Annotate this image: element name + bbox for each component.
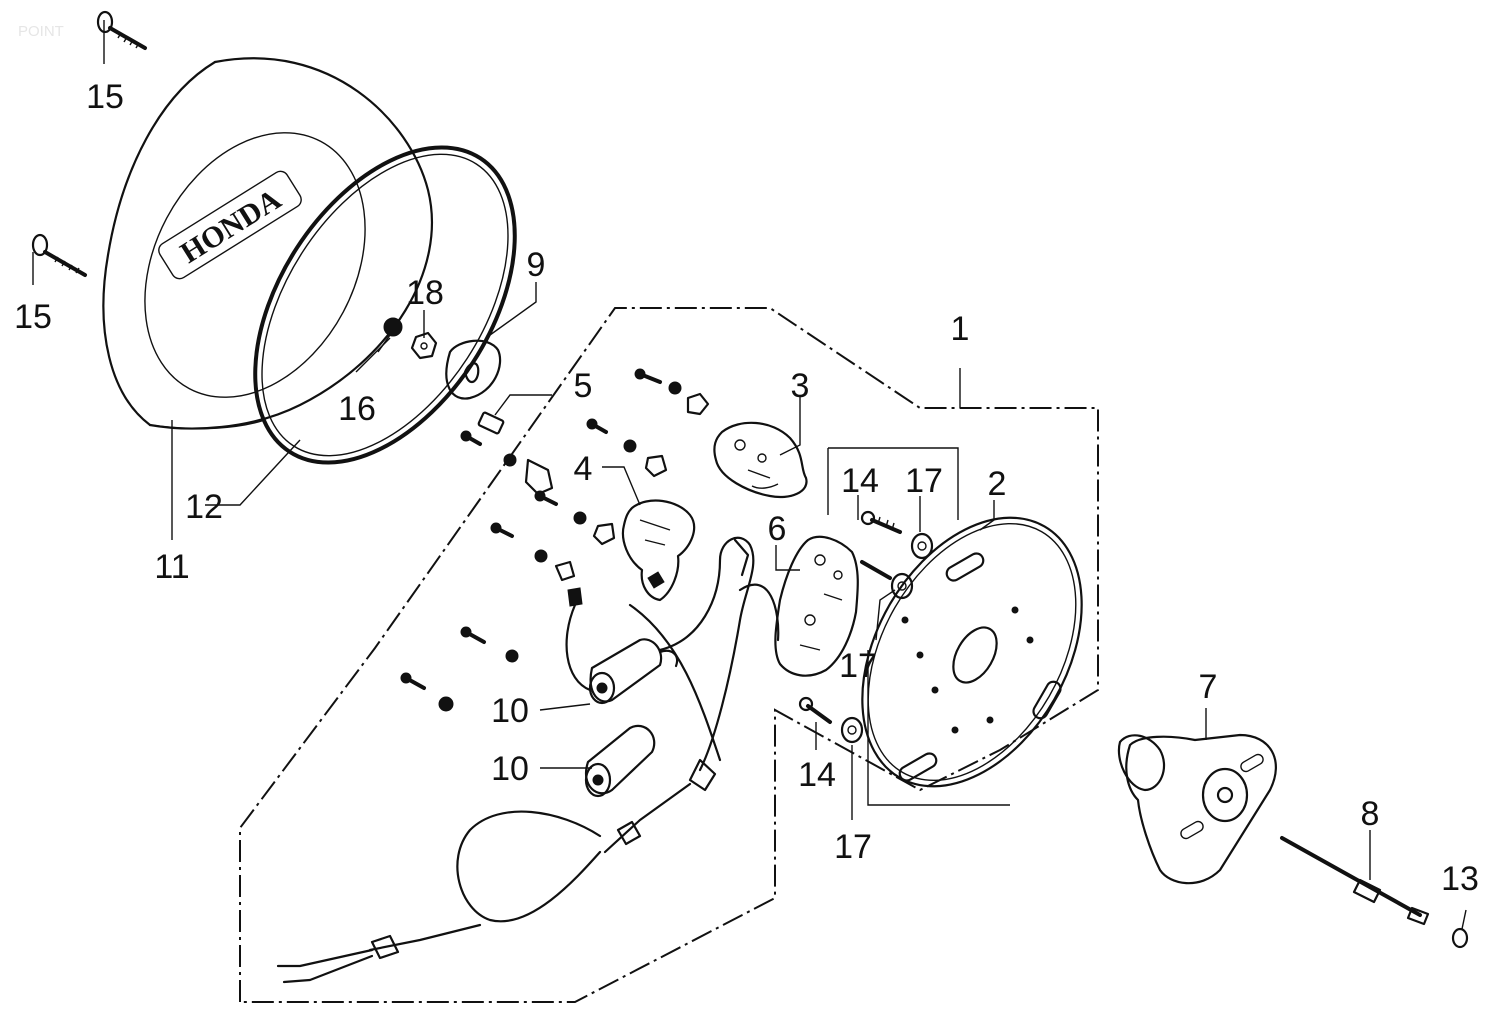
advancer-bolt-8 <box>1280 836 1430 926</box>
plate-washer-17a <box>910 532 934 560</box>
clip-13 <box>1451 909 1469 949</box>
label-12: 12 <box>185 488 223 526</box>
cover-gasket <box>253 145 517 465</box>
plate-screw-14-upper <box>860 510 902 534</box>
label-2: 2 <box>988 465 1007 503</box>
label-8: 8 <box>1361 795 1380 833</box>
contact-breaker-3 <box>713 421 808 499</box>
contact-breaker-4 <box>621 499 696 602</box>
small-screws <box>400 368 710 712</box>
assembly-outline-part-1 <box>239 307 1099 1003</box>
terminal-5 <box>477 411 554 496</box>
label-10-upper: 10 <box>491 692 529 730</box>
breaker-plate-6 <box>774 535 859 677</box>
label-1: 1 <box>951 310 970 348</box>
base-plate-2 <box>861 516 1083 806</box>
plate-washer-17c <box>840 716 864 744</box>
leader-lines <box>32 20 1371 880</box>
label-7: 7 <box>1199 668 1218 706</box>
wire-seal-9 <box>445 339 502 400</box>
wiring-harness <box>276 536 780 984</box>
advancer-7 <box>1117 733 1277 885</box>
plate-screw-14-lower <box>798 696 832 724</box>
cover-screw-left <box>31 233 87 277</box>
plate-washer-17b <box>860 560 914 600</box>
label-14-upper: 14 <box>841 462 879 500</box>
label-6: 6 <box>768 510 787 548</box>
label-17-lower: 17 <box>834 828 872 866</box>
part-labels: 15 15 11 12 16 18 9 5 4 3 1 2 6 14 17 17… <box>14 78 1479 898</box>
watermark-text: POINT <box>18 23 64 40</box>
label-17-upper: 17 <box>905 462 943 500</box>
label-9: 9 <box>527 246 546 284</box>
condenser-10-lower <box>584 724 656 798</box>
label-5: 5 <box>574 367 593 405</box>
cover-badge: HONDA <box>158 170 302 280</box>
label-18: 18 <box>406 274 444 312</box>
label-16: 16 <box>338 390 376 428</box>
label-15-top: 15 <box>86 78 124 116</box>
label-17-middle: 17 <box>839 647 877 685</box>
condenser-10-upper <box>588 638 679 705</box>
label-13: 13 <box>1441 860 1479 898</box>
label-3: 3 <box>791 367 810 405</box>
label-10-lower: 10 <box>491 750 529 788</box>
label-15-left: 15 <box>14 298 52 336</box>
label-4: 4 <box>574 450 593 488</box>
label-14-lower: 14 <box>798 756 836 794</box>
label-11: 11 <box>154 548 189 586</box>
washer-18 <box>410 331 438 360</box>
plate-bracket <box>827 447 959 520</box>
cover-screw-top <box>96 10 147 50</box>
point-cover: HONDA <box>102 57 433 430</box>
